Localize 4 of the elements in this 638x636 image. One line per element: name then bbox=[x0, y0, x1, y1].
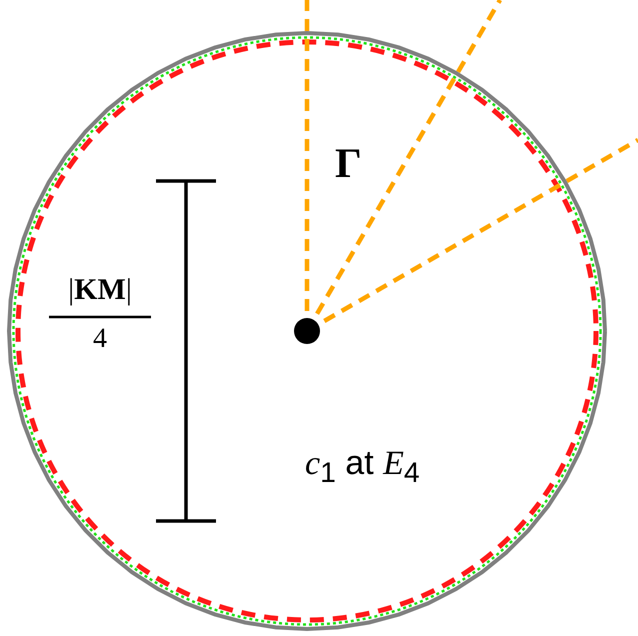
fraction-numerator: |KM| bbox=[68, 275, 132, 305]
radius-label: c$_{1}$ at E$_{4}$ bbox=[305, 446, 420, 488]
fraction-denominator: 4 bbox=[93, 325, 107, 353]
angle-label: Γ bbox=[335, 143, 362, 185]
